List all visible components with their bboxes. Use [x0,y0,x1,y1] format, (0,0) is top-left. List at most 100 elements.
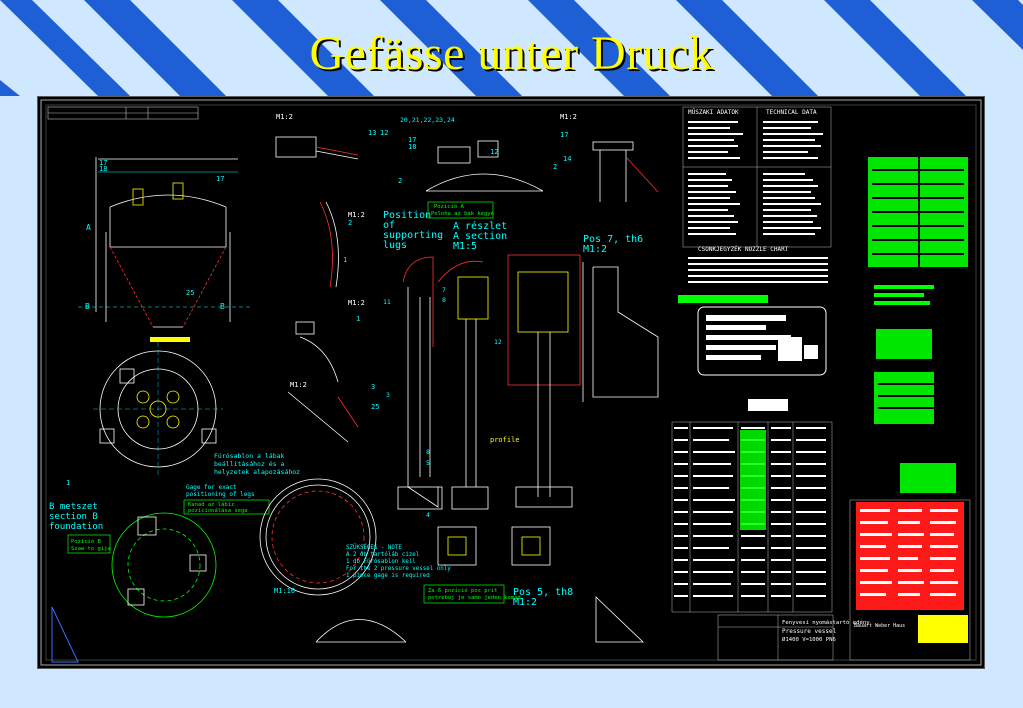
stripe [528,0,670,96]
note-3: 1 db Fúrósablon kell [346,558,416,565]
callout-left-1: 1 [66,479,70,487]
drilling-gauge-hu-2: beállításához és a [214,460,285,468]
callout-2b: 2 [553,163,557,171]
leg-elevation-red [507,254,581,508]
callout-12c: 12 [494,338,502,346]
leg-elevation-a [397,256,489,510]
callout-1c: 1 [356,315,360,323]
cad-drawing-canvas: 17 18 17 A B B 25 Fúrósablon a lábak beá… [40,99,982,666]
callout-3: 3 [371,383,375,391]
revision-header [47,106,199,120]
callout-7: 7 [442,286,446,294]
callout-12: 12 [380,129,388,137]
pozicio-a-2: Poloha az bak kegyé [431,210,494,217]
section-a-label: A [86,223,91,232]
gauge-box-line1: Kanad az lábiz [188,501,234,508]
b-metszet-3: foundation [49,522,103,532]
pos7-2: M1:2 [583,244,607,255]
a-reszlet-2: A section [453,231,507,242]
top-detail-left [275,136,359,160]
callout-11: 11 [383,298,391,306]
small-block [748,399,788,411]
callout-8: 8 [442,296,446,304]
stripe [972,0,1023,50]
lugs-text-3: supporting [383,230,443,241]
lugs-text-1: Position [383,210,431,221]
a-reszlet-3: M1:5 [453,241,477,252]
pozicio-a-box [427,201,494,219]
b-metszet-2: section B [49,512,98,522]
callout-14: 14 [563,155,571,163]
title-block-hu: Fenyvesi nyomástartó edény [782,619,870,626]
parts-list-green-column [740,430,766,530]
note-2: A 2 db tartóláb cizel [346,551,419,558]
scale-m110: M1:10 [274,587,295,595]
lugs-text-2: of [383,220,395,231]
title-block [717,614,834,661]
callout-8b: 8 [426,448,430,456]
pozicio-b-2: Szaw to gija [71,546,111,552]
callout-18c: 18 [408,143,416,151]
tech-data-en-title: TECHNICAL DATA [766,109,817,116]
stripe [380,0,522,96]
callout-17d: 17 [560,131,568,139]
right-green-block-lines [872,157,964,409]
pos5-1: Pos 5, th8 [513,587,573,598]
scale-m12-b: M1:2 [560,113,577,121]
stripe [676,0,818,96]
nozzle-detail [592,141,659,202]
callout-17b: 17 [216,175,224,183]
technical-data-rows [688,121,823,235]
callout-13: 13 [368,129,376,137]
nozzle-chart-rows [688,257,828,283]
callout-17: 17 [99,159,107,167]
callout-25: 25 [186,289,194,297]
gauge-box-line2: pozícionálása sega [188,507,248,514]
stripe [84,0,226,96]
leg-plan-details [437,526,551,566]
detail-refs: 20,21,22,23,24 [400,116,455,124]
nameplate [697,306,827,376]
a-reszlet-1: A részlet [453,220,507,232]
stripe [232,0,374,96]
drilling-gauge-en-1: Gage for exact [186,484,237,491]
b-metszet-1: B metszet [49,502,98,512]
callout-3b: 3 [386,391,390,399]
foundation-ring [259,478,377,596]
section-b-label-right: B [220,302,225,311]
technical-data-table [682,106,832,248]
pos7-detail [582,262,659,402]
tech-data-hu-title: MŰSZAKI ADATOK [688,109,739,116]
drilling-gauge-hu-3: helyzetek alapozásához [214,468,300,476]
drilling-gauge-hu-1: Fúrósablon a lábak [214,452,285,460]
lugs-text-4: lugs [383,240,407,251]
callout-12b: 12 [490,148,498,156]
drawing-border [40,99,982,666]
pozicio-b-1: Pozíció B [71,538,101,545]
note-1: SZÜKSÉGES - NOTE [346,543,402,551]
za-box-2: potrebuj je samo jeden kamad [428,595,521,601]
drawing-inner-border [45,104,977,661]
pos5-detail [315,596,644,643]
scale-m12-e: M1:2 [290,381,307,389]
dome-top-detail [425,140,544,192]
stripe [0,80,20,100]
callout-25b: 25 [371,403,379,411]
za-box-1: Za 6 pozíció pos prit [428,587,498,594]
revision-table: Bauart Weber Haus [849,499,971,661]
callout-5: 5 [426,459,430,467]
cad-drawing: 17 18 17 A B B 25 Fúrósablon a lábak beá… [37,96,985,669]
stripe [824,0,966,96]
scale-m12-a: M1:2 [276,113,293,121]
vessel-top-view [93,342,223,477]
note-5: 1 piece gage is required [346,573,430,579]
profile-label: profile [490,436,520,444]
blue-triangle-mark [51,606,79,663]
note-4: For the 2 pressure vessel only [346,566,451,572]
foundation-plan [111,512,217,618]
pozicio-b-box [67,534,111,554]
nameplate-header [678,295,768,303]
section-b-label-left: B [85,302,90,311]
company-name: Bauart Weber Haus [854,623,905,629]
